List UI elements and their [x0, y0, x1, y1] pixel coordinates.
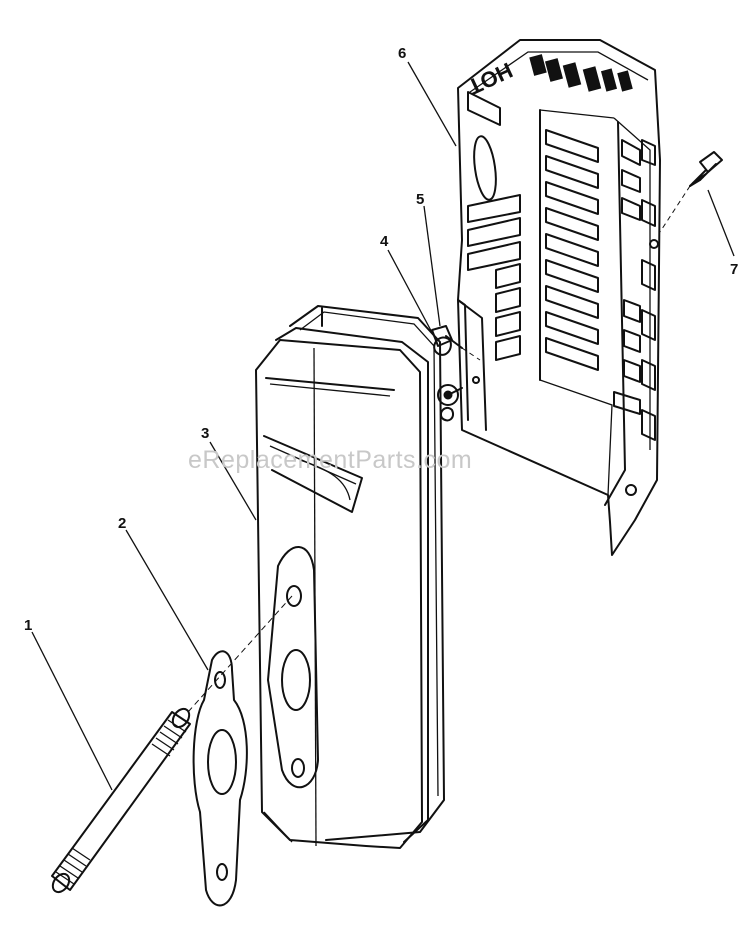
shield-back-slots — [545, 129, 599, 371]
screw-7 — [689, 151, 723, 187]
bolt-5 — [431, 325, 463, 356]
muffler — [255, 305, 445, 849]
leader-1 — [31, 631, 113, 791]
leader-6 — [407, 61, 457, 147]
assembly-lines — [187, 185, 691, 713]
callout-6: 6 — [398, 45, 406, 62]
callout-2: 2 — [118, 515, 126, 532]
callout-7: 7 — [730, 261, 738, 278]
leader-2 — [125, 529, 209, 671]
callout-1: 1 — [24, 617, 32, 634]
callout-4: 4 — [380, 233, 389, 250]
leader-3 — [209, 441, 257, 521]
pipe-stud — [51, 707, 191, 894]
watermark: eReplacementParts.com — [188, 446, 472, 474]
shield-left-slots — [467, 91, 521, 361]
leader-7 — [707, 189, 735, 257]
callout-5: 5 — [416, 191, 424, 208]
leader-5 — [423, 205, 441, 327]
gasket — [192, 650, 248, 907]
shield-right-slots — [613, 139, 656, 441]
leader-4 — [387, 249, 437, 341]
heat-shield: HOT — [457, 39, 661, 556]
leader-lines — [31, 61, 735, 791]
callout-labels: 1 2 3 4 5 6 7 — [24, 45, 738, 634]
callout-3: 3 — [201, 425, 209, 442]
hot-slots — [529, 54, 633, 92]
